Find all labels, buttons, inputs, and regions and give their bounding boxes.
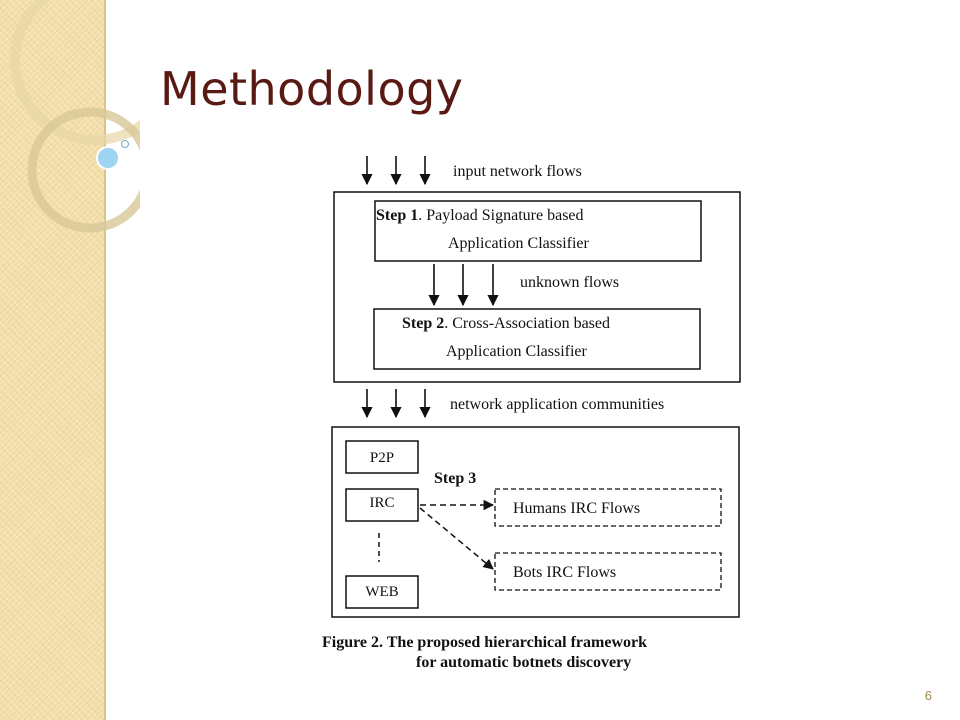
step2-box [373,308,701,370]
humans-flows-label: Humans IRC Flows [513,500,640,517]
step2-label: Step 2 [402,315,444,332]
figure-caption-line1: Figure 2. The proposed hierarchical fram… [322,634,647,651]
web-label: WEB [365,584,398,600]
page-number: 6 [924,688,932,703]
figure-caption-line2: for automatic botnets discovery [416,654,631,671]
step1-text: . Payload Signature based [418,207,583,224]
step2-line1: Step 2. Cross-Association based [402,315,610,332]
humans-flows-box [494,488,722,527]
step1-line2: Application Classifier [448,235,590,252]
unknown-flows-label: unknown flows [520,274,619,291]
step3-label: Step 3 [434,470,476,487]
decorative-sidebar [0,0,106,720]
unknown-flow-arrows [428,264,499,307]
p2p-box [345,440,419,474]
bots-flows-box [494,552,722,591]
classifier-stage-box [333,191,741,383]
community-stage-box [331,426,740,618]
slide-title: Methodology [160,62,464,116]
communities-label: network application communities [450,396,664,413]
step2-text: . Cross-Association based [444,315,610,332]
step1-box [374,200,702,262]
p2p-label: P2P [370,450,394,466]
framework-diagram: input network flows Step 1. Payload Sign… [322,156,741,671]
web-box [345,575,419,609]
community-arrows [361,389,431,419]
step1-line1: Step 1. Payload Signature based [376,207,584,224]
decorative-circles [10,0,140,233]
input-arrows [361,156,431,186]
irc-box [345,488,419,522]
step2-line2: Application Classifier [446,343,588,360]
bots-arrow [419,507,494,570]
bots-flows-label: Bots IRC Flows [513,564,616,581]
irc-label: IRC [369,495,394,511]
step1-label: Step 1 [376,207,418,224]
input-flows-label: input network flows [453,163,582,180]
